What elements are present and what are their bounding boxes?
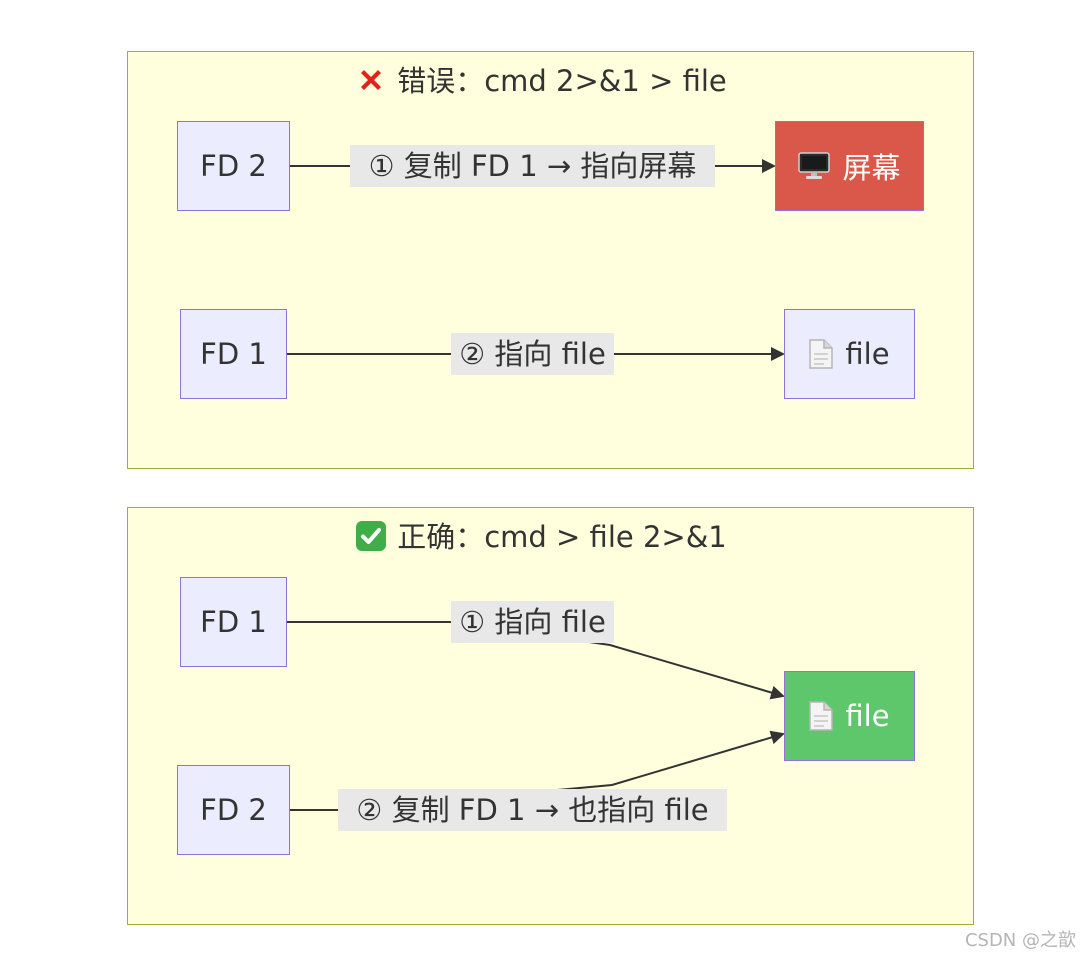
wrong-order-group bbox=[127, 51, 974, 469]
wrong-step1-label: ① 复制 FD 1 → 指向屏幕 bbox=[350, 145, 715, 187]
right-order-title: 正确：cmd > file 2>&1 bbox=[0, 520, 1082, 552]
wrong-step2-label: ② 指向 file bbox=[451, 333, 614, 375]
wrong-file-label: file bbox=[845, 337, 890, 371]
right-fd2-label: FD 2 bbox=[200, 793, 267, 827]
wrong-order-title: 错误：cmd 2>&1 > file bbox=[0, 64, 1082, 96]
right-step1-label: ① 指向 file bbox=[451, 601, 614, 643]
right-file-node: file bbox=[784, 671, 915, 761]
right-file-label: file bbox=[845, 699, 890, 733]
wrong-fd2-label: FD 2 bbox=[200, 149, 267, 183]
monitor-icon bbox=[798, 152, 831, 179]
document-icon bbox=[809, 339, 834, 369]
right-fd2-node: FD 2 bbox=[177, 765, 290, 855]
right-step2-label: ② 复制 FD 1 → 也指向 file bbox=[338, 789, 727, 831]
check-mark-icon bbox=[356, 521, 387, 551]
watermark: CSDN @之歆 bbox=[964, 930, 1076, 951]
wrong-fd1-node: FD 1 bbox=[180, 309, 287, 399]
cross-mark-icon bbox=[361, 70, 382, 90]
wrong-file-node: file bbox=[784, 309, 915, 399]
wrong-fd1-label: FD 1 bbox=[200, 337, 267, 371]
wrong-fd2-node: FD 2 bbox=[177, 121, 290, 211]
right-fd1-node: FD 1 bbox=[180, 577, 287, 667]
right-fd1-label: FD 1 bbox=[200, 605, 267, 639]
wrong-screen-node: 屏幕 bbox=[775, 121, 924, 211]
right-order-title-text: 正确：cmd > file 2>&1 bbox=[397, 520, 727, 554]
wrong-order-title-text: 错误：cmd 2>&1 > file bbox=[397, 64, 727, 98]
document-icon bbox=[809, 701, 834, 731]
wrong-screen-label: 屏幕 bbox=[842, 151, 901, 185]
